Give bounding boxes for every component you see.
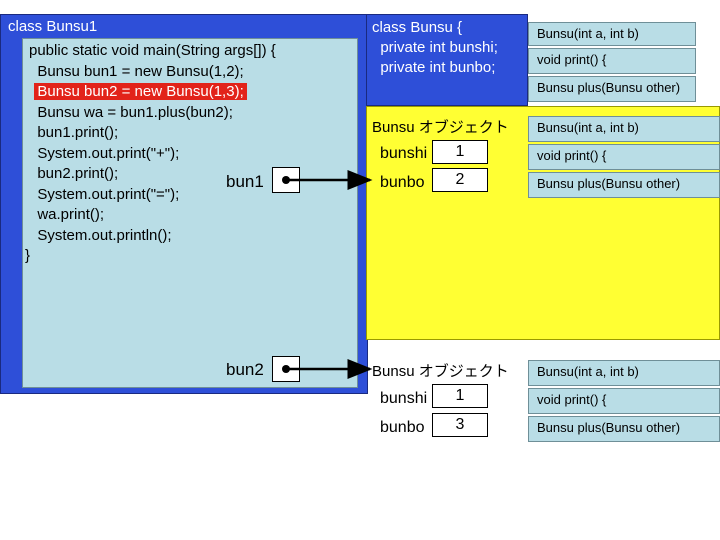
code-line-10: } bbox=[25, 247, 31, 264]
object-1-method-plus: Bunsu plus(Bunsu other) bbox=[528, 172, 720, 198]
highlighted-code: Bunsu bun2 = new Bunsu(1,3); bbox=[34, 83, 247, 100]
object-1-bunbo-value: 2 bbox=[432, 168, 488, 192]
code-line-8: wa.print(); bbox=[29, 206, 105, 223]
code-line-9: System.out.println(); bbox=[29, 226, 172, 244]
ref-label-bun2: bun2 bbox=[226, 360, 264, 379]
object-2-bunbo-label: bunbo bbox=[380, 419, 425, 436]
class-def-box bbox=[366, 14, 528, 106]
code-line-0: public static void main(String args[]) { bbox=[29, 42, 276, 59]
object-2-method-plus: Bunsu plus(Bunsu other) bbox=[528, 416, 720, 442]
object-2-title: Bunsu オブジェクト bbox=[372, 363, 509, 380]
object-1-bunshi-label: bunshi bbox=[380, 145, 428, 162]
object-2-method-print: void print() { bbox=[528, 388, 720, 414]
object-2-method-constructor: Bunsu(int a, int b) bbox=[528, 360, 720, 386]
object-1-bunshi-value: 1 bbox=[432, 140, 488, 164]
code-line-4: bun1.print(); bbox=[29, 124, 119, 141]
class-method-constructor: Bunsu(int a, int b) bbox=[528, 22, 696, 46]
code-line-5: System.out.print("+"); bbox=[29, 144, 180, 162]
object-1-method-constructor: Bunsu(int a, int b) bbox=[528, 116, 720, 142]
class-method-plus: Bunsu plus(Bunsu other) bbox=[528, 76, 696, 102]
code-line-3: Bunsu wa = bun1.plus(bun2); bbox=[29, 103, 233, 121]
object-2-bunshi-value: 1 bbox=[432, 384, 488, 408]
object-1-method-print: void print() { bbox=[528, 144, 720, 170]
ref-label-bun1: bun1 bbox=[226, 172, 264, 191]
object-1-bunbo-label: bunbo bbox=[380, 174, 425, 191]
class-method-print: void print() { bbox=[528, 48, 696, 74]
main-class-title: class Bunsu1 bbox=[8, 18, 98, 35]
class-def-line-2: private int bunbo; bbox=[372, 59, 496, 76]
main-method-box: public static void main(String args[]) {… bbox=[22, 38, 358, 388]
code-line-2-highlighted: Bunsu bun2 = new Bunsu(1,3); bbox=[29, 82, 247, 103]
object-2-bunbo-value: 3 bbox=[432, 413, 488, 437]
object-2-bunshi-label: bunshi bbox=[380, 390, 428, 407]
class-def-line-1: private int bunshi; bbox=[372, 39, 498, 56]
object-1-title: Bunsu オブジェクト bbox=[372, 119, 509, 136]
code-line-6: bun2.print(); bbox=[29, 165, 119, 182]
code-line-1: Bunsu bun1 = new Bunsu(1,2); bbox=[29, 62, 244, 80]
code-line-7: System.out.print("="); bbox=[29, 185, 180, 203]
class-def-line-0: class Bunsu { bbox=[372, 19, 463, 36]
